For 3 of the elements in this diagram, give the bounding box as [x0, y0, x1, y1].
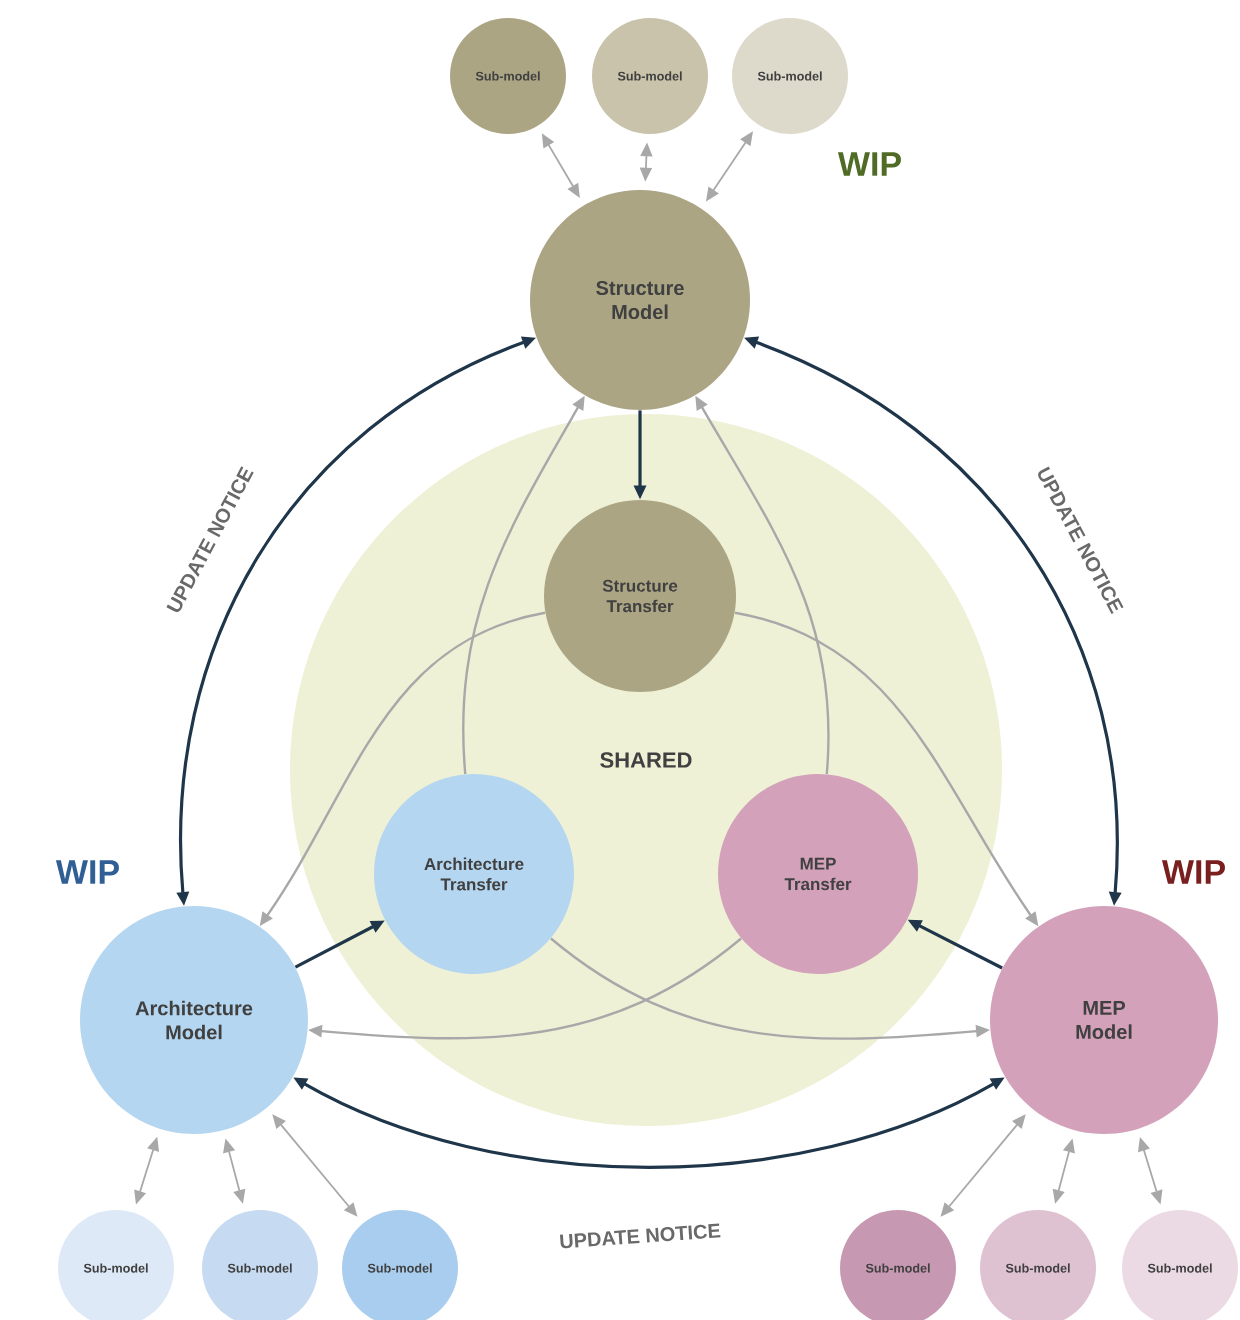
wip-label: WIP: [837, 152, 901, 176]
edge-label: UPDATE NOTICE: [555, 1220, 725, 1252]
wip-label: WIP: [55, 860, 119, 884]
